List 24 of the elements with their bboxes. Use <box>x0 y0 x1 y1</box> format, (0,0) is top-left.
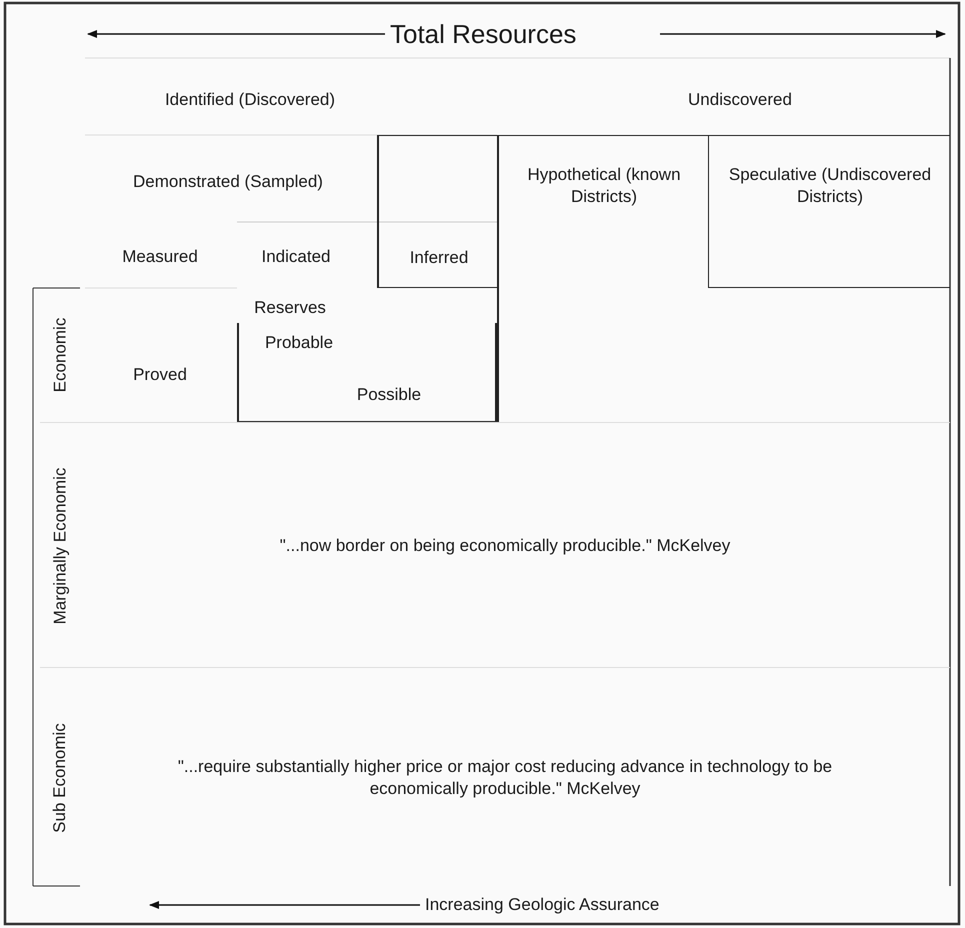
category-label: Reserves <box>254 297 326 319</box>
row-label: Economic <box>49 318 70 392</box>
axis-label: Increasing Geologic Assurance <box>425 894 660 916</box>
quote-text: "...require substantially higher price or major cost reducing advance in technology to be economically producible." McKelvey <box>176 756 834 800</box>
column-heading: Identified (Discovered) <box>164 89 336 111</box>
category-label: Inferred <box>410 247 468 269</box>
row-label: Sub Economic <box>49 723 70 833</box>
reserves-box <box>237 323 497 422</box>
quote-text: "...now border on being economically producible." McKelvey <box>280 535 730 557</box>
column-heading: Measured <box>122 246 198 268</box>
category-label: Hypothetical (known Districts) <box>526 164 682 208</box>
column-heading: Indicated <box>262 246 330 268</box>
category-band <box>40 422 950 668</box>
category-box <box>708 135 950 288</box>
category-label: Probable <box>264 332 334 354</box>
category-label: Speculative (Undiscovered Districts) <box>728 164 932 208</box>
category-box <box>497 135 708 422</box>
column-heading: Undiscovered <box>688 89 792 111</box>
category-box <box>377 135 497 288</box>
row-label: Marginally Economic <box>49 468 70 624</box>
category-label: Possible <box>356 384 422 406</box>
category-label: Proved <box>133 364 187 386</box>
title: Total Resources <box>390 18 576 50</box>
column-heading: Demonstrated (Sampled) <box>133 171 323 193</box>
